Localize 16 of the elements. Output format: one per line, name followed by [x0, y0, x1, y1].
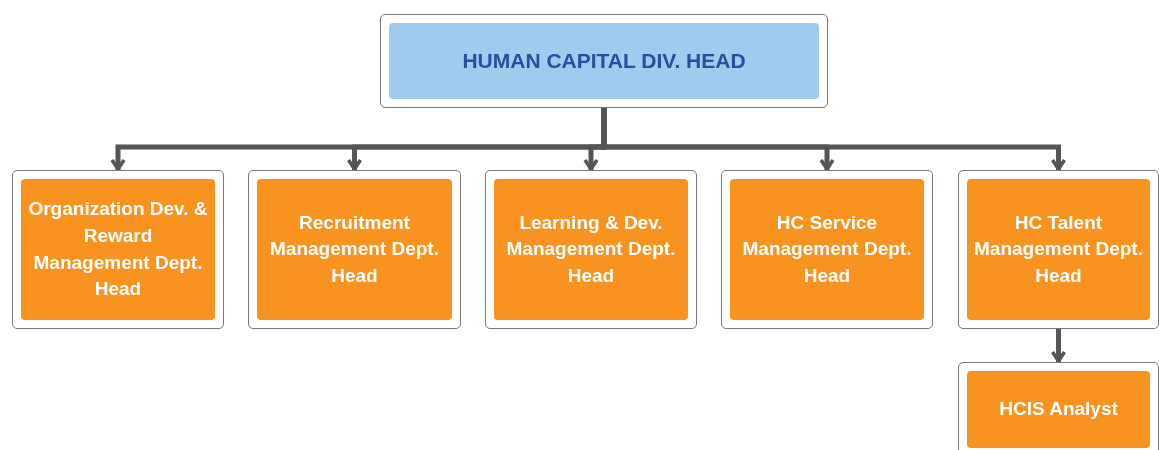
department-box: Recruitment Management Dept. Head: [257, 179, 452, 320]
box-frame: [380, 14, 828, 108]
box-frame: [958, 170, 1159, 329]
department-box: Organization Dev. & Reward Management Dept. Head: [21, 179, 215, 320]
department-box: Learning & Dev. Management Dept. Head: [494, 179, 688, 320]
box-frame: [248, 170, 461, 329]
arrow: [1050, 329, 1067, 363]
box-frame: [958, 362, 1159, 450]
division-head-box: HUMAN CAPITAL DIV. HEAD: [389, 23, 819, 99]
department-box: HCIS Analyst: [967, 371, 1150, 448]
department-box: HC Service Management Dept. Head: [730, 179, 924, 320]
box-frame: [485, 170, 697, 329]
department-box: HC Talent Management Dept. Head: [967, 179, 1150, 320]
box-frame: [12, 170, 224, 329]
box-frame: [721, 170, 933, 329]
arrow: [601, 108, 1067, 171]
